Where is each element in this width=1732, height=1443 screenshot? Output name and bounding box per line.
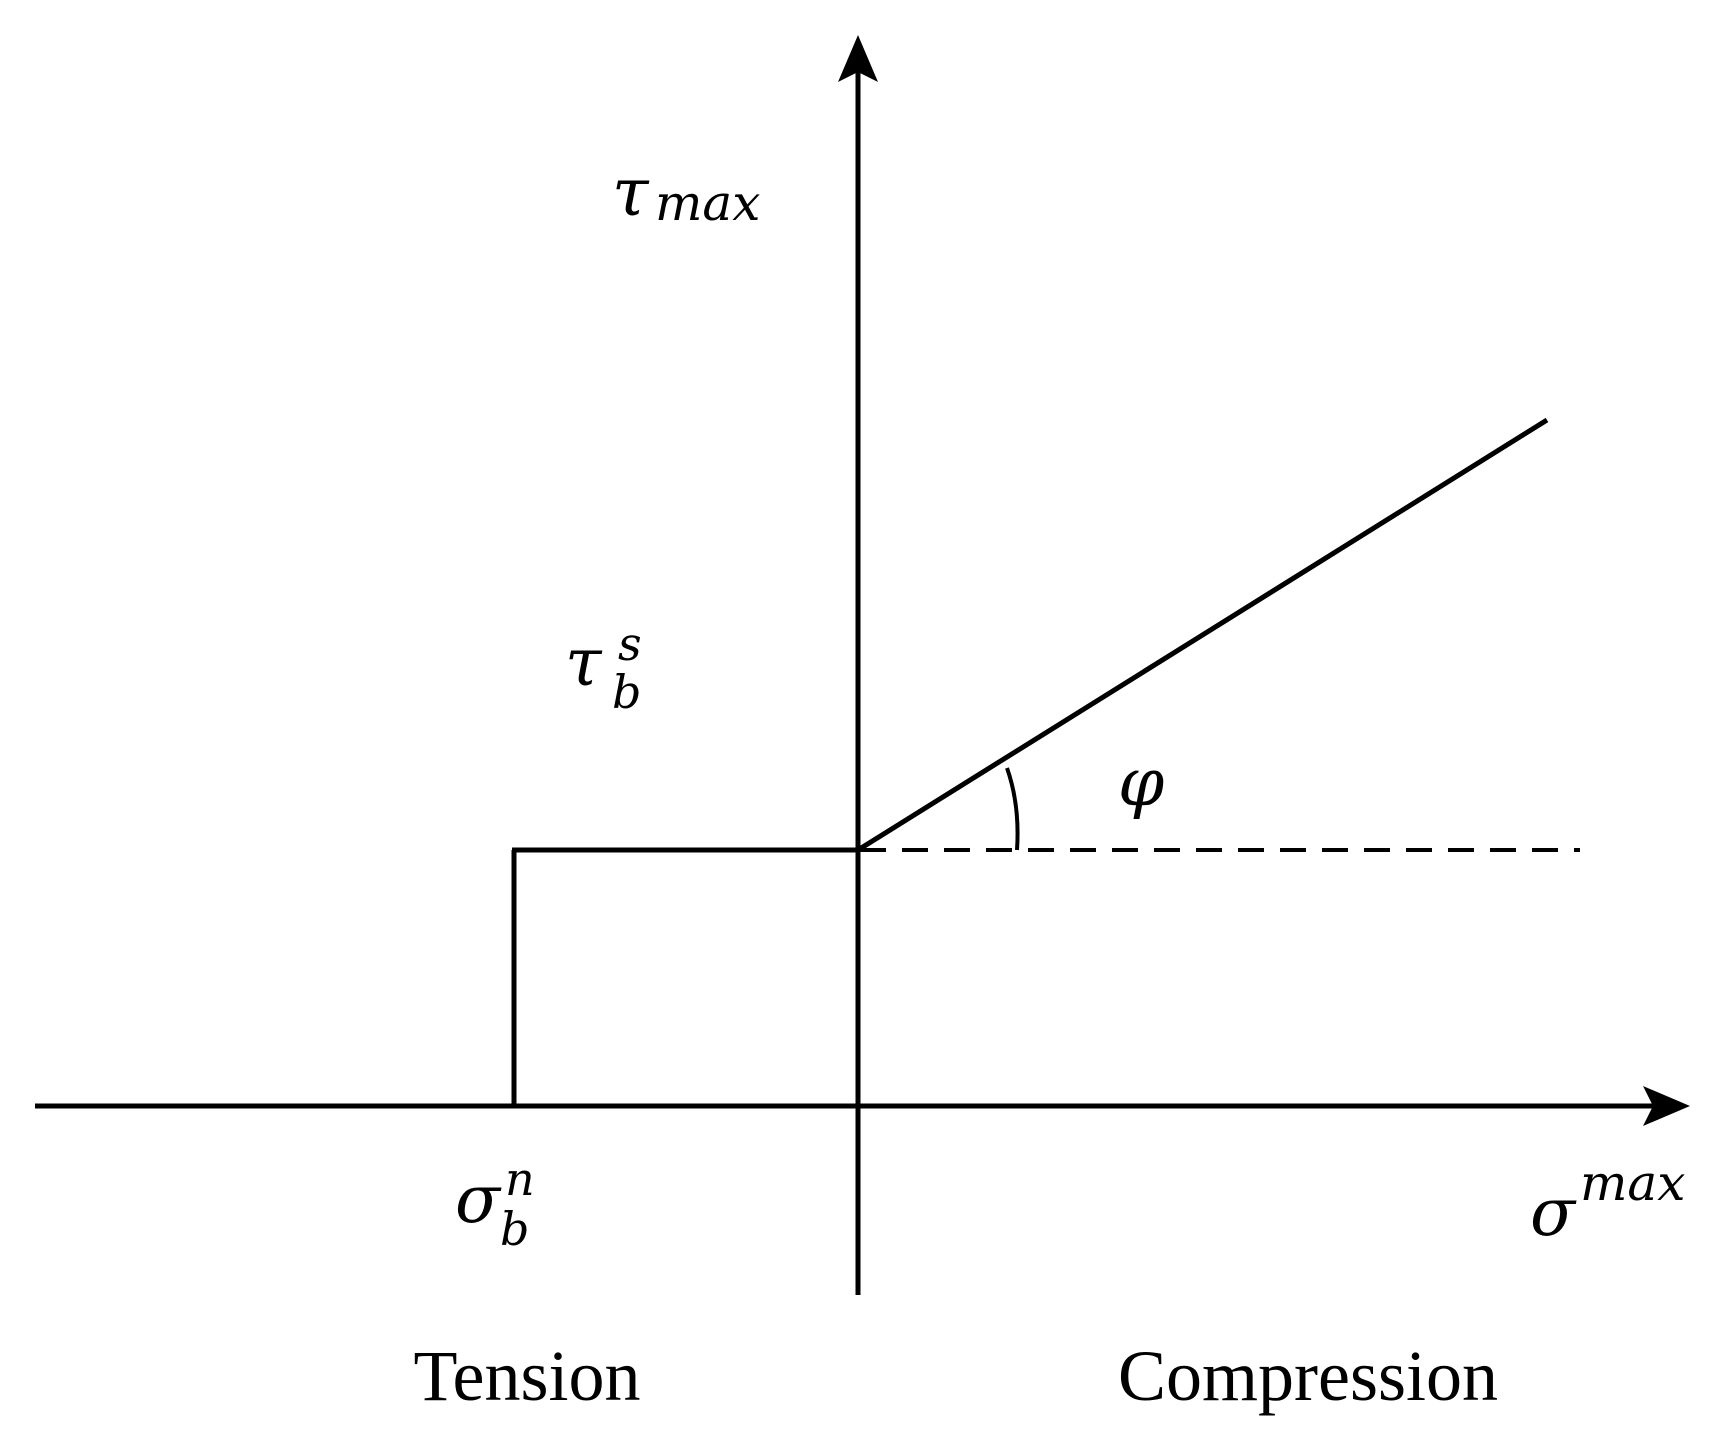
y-axis-label: τ max — [612, 154, 760, 232]
x-axis-label-sup: max — [1580, 1154, 1685, 1212]
compression-region-label: Compression — [1118, 1336, 1498, 1416]
tensile-strength-label-sub: b — [500, 1202, 529, 1256]
shear-strength-label-sub: b — [612, 665, 641, 719]
tensile-strength-label-sup: n — [505, 1152, 535, 1206]
y-axis-label-main: τ — [612, 154, 650, 231]
shear-strength-label-sup: s — [618, 617, 642, 671]
x-axis-label-main: σ — [1530, 1174, 1577, 1251]
shear-strength-label: τ s b — [565, 617, 647, 719]
x-axis-arrowhead — [1643, 1086, 1690, 1126]
friction-angle-label: φ — [1118, 744, 1164, 821]
y-axis-arrowhead — [838, 35, 878, 82]
tensile-strength-label-main: σ — [455, 1161, 502, 1238]
tensile-strength-label: σ n b — [455, 1152, 540, 1256]
x-axis-label: σ max — [1530, 1154, 1685, 1251]
friction-angle-arc — [1005, 767, 1020, 851]
friction-envelope-line — [856, 417, 1549, 853]
tension-region-label: Tension — [414, 1336, 641, 1416]
y-axis-label-sub: max — [655, 174, 760, 232]
shear-strength-label-main: τ — [565, 624, 603, 701]
